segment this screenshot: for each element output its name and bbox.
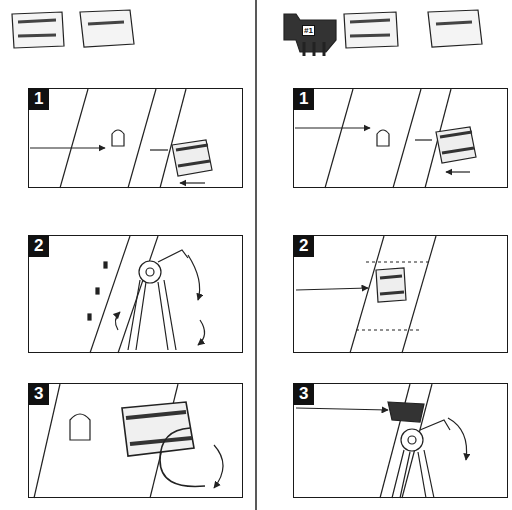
step-illustration [34, 384, 223, 498]
step-number: 1 [293, 88, 314, 110]
step-number: 2 [28, 235, 49, 257]
step-illustration [30, 89, 212, 188]
step-illustration [296, 236, 436, 353]
step-number: 1 [28, 88, 49, 110]
step-illustration [295, 89, 476, 188]
step-panel: 2 [293, 235, 508, 353]
step-number: 2 [293, 235, 314, 257]
step-illustration [88, 236, 205, 353]
bracket-marking: #1 [302, 25, 315, 36]
step-panel: 1 [293, 88, 508, 188]
step-panel: 3 [293, 383, 508, 498]
sensor-icon [12, 12, 64, 48]
step-panel: 1 [28, 88, 243, 188]
step-number: 3 [28, 383, 49, 405]
magnet-icon [428, 10, 482, 47]
bracket-icon [284, 14, 336, 56]
step-panel: 2 [28, 235, 243, 353]
sensor-icon [344, 12, 398, 48]
column-divider [255, 0, 257, 510]
step-panel: 3 [28, 383, 243, 498]
magnet-icon [80, 10, 134, 47]
step-number: 3 [293, 383, 314, 405]
step-illustration [296, 384, 467, 498]
